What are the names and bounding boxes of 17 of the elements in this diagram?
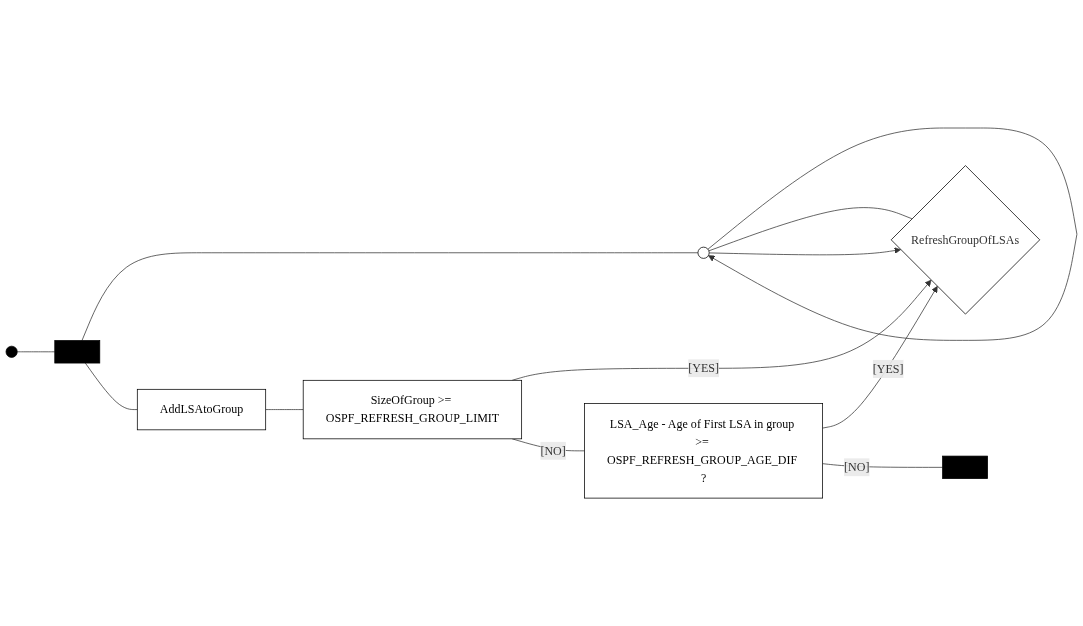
node-box: SizeOfGroup >= OSPF_REFRESH_GROUP_LIMIT xyxy=(302,379,523,440)
edge-label: [NO] xyxy=(844,460,870,474)
connector xyxy=(265,409,304,410)
connector xyxy=(81,252,699,341)
node-circle xyxy=(697,246,710,259)
edge-label: [YES] xyxy=(872,362,904,375)
node-bar xyxy=(54,340,101,364)
node-box: LSA_Age - Age of First LSA in group >= OSPF_REFRESH_GROUP_AGE_DIF ? xyxy=(584,403,823,499)
connector xyxy=(84,362,138,410)
node-diamond: RefreshGroupOfLSAs xyxy=(890,165,1041,315)
connector xyxy=(708,207,913,252)
node-bar xyxy=(942,455,988,479)
edge-label: [NO] xyxy=(540,444,566,457)
edge-label: [YES] xyxy=(688,361,719,375)
connector xyxy=(16,351,56,353)
node-circle xyxy=(5,345,18,358)
node-box: AddLSAtoGroup xyxy=(136,388,267,431)
